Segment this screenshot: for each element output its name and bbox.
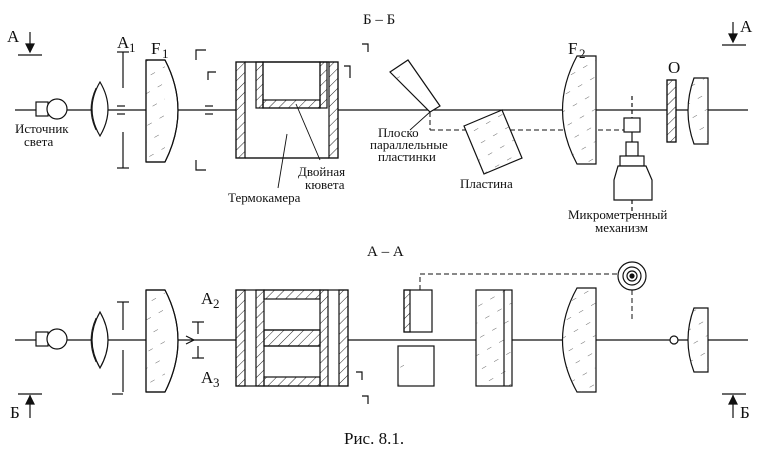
- top-view: [15, 22, 748, 215]
- section-mark-b-left: [18, 393, 42, 418]
- label-o: O: [668, 58, 680, 77]
- leader-cuvette: [295, 103, 321, 161]
- plate-top: [463, 109, 523, 175]
- figure-caption: Рис. 8.1.: [344, 429, 404, 448]
- label-source-line2: света: [24, 134, 53, 149]
- section-mark-b-right: [722, 393, 746, 418]
- label-f1: F 1: [151, 39, 169, 61]
- lens-f1-top: [145, 59, 179, 163]
- label-a2: A 2: [201, 289, 220, 311]
- plates-bottom: [397, 289, 435, 387]
- svg-text:A: A: [201, 289, 214, 308]
- svg-text:2: 2: [213, 296, 220, 311]
- plane-parallel-plates-top: [362, 43, 441, 131]
- svg-text:F: F: [151, 39, 160, 58]
- condenser-lens-bottom: [91, 310, 109, 370]
- svg-text:F: F: [568, 39, 577, 58]
- objective-o-top: [666, 77, 709, 145]
- section-mark-a-right: [722, 22, 746, 46]
- micrometer-mechanism-top: [613, 96, 653, 215]
- label-plates-line1: Плоско: [378, 125, 419, 140]
- mark-b-right: Б: [740, 403, 750, 422]
- leader-thermo: [277, 133, 288, 189]
- label-micrometer-line2: механизм: [595, 220, 648, 235]
- thermochamber-top: [235, 61, 351, 159]
- mark-a-right: А: [740, 17, 753, 36]
- labels: Б – Б А – А А А Б Б Источник света A 1 F…: [7, 12, 753, 448]
- reference-beam-top: [429, 112, 632, 131]
- reference-beam-bottom: [419, 273, 633, 322]
- label-plates-line2: параллельные: [370, 137, 448, 152]
- objective-bottom: [669, 307, 709, 373]
- label-cuvette-line1: Двойная: [298, 164, 345, 179]
- micrometer-dial: [617, 261, 647, 291]
- svg-text:3: 3: [213, 375, 220, 390]
- diaphragm-a2-a3: [185, 321, 204, 359]
- light-source-top: [35, 98, 68, 120]
- section-title-top: Б – Б: [363, 12, 395, 28]
- label-plate: Пластина: [460, 176, 513, 191]
- section-title-bottom: А – А: [367, 244, 404, 260]
- svg-text:A: A: [201, 368, 214, 387]
- label-f2: F 2: [568, 39, 586, 61]
- lens-f2-top: [562, 55, 597, 165]
- label-a3: A 3: [201, 368, 220, 390]
- label-a1: A 1: [117, 33, 136, 55]
- label-source-line1: Источник: [15, 121, 69, 136]
- bottom-view: [15, 261, 748, 418]
- label-cuvette-line2: кювета: [305, 177, 345, 192]
- thermochamber-bottom: [235, 289, 369, 404]
- section-mark-a-left: [18, 32, 42, 56]
- plate-bottom: [475, 289, 513, 387]
- mark-a-left: А: [7, 27, 20, 46]
- label-plates-line3: пластинки: [378, 149, 436, 164]
- diaphragm-bottom: [112, 301, 129, 395]
- mark-b-left: Б: [10, 403, 20, 422]
- svg-text:A: A: [117, 33, 130, 52]
- slit-brackets-top: [195, 49, 216, 171]
- light-source-bottom: [35, 328, 68, 350]
- label-micrometer-line1: Микрометренный: [568, 207, 667, 222]
- diaphragm-a1: [117, 51, 129, 169]
- svg-text:1: 1: [162, 46, 169, 61]
- condenser-lens-top: [91, 80, 109, 138]
- svg-text:2: 2: [579, 46, 586, 61]
- lens-f2-bottom: [562, 287, 597, 393]
- label-thermochamber: Термокамера: [228, 190, 301, 205]
- svg-text:1: 1: [129, 40, 136, 55]
- lens-f1-bottom: [145, 289, 179, 393]
